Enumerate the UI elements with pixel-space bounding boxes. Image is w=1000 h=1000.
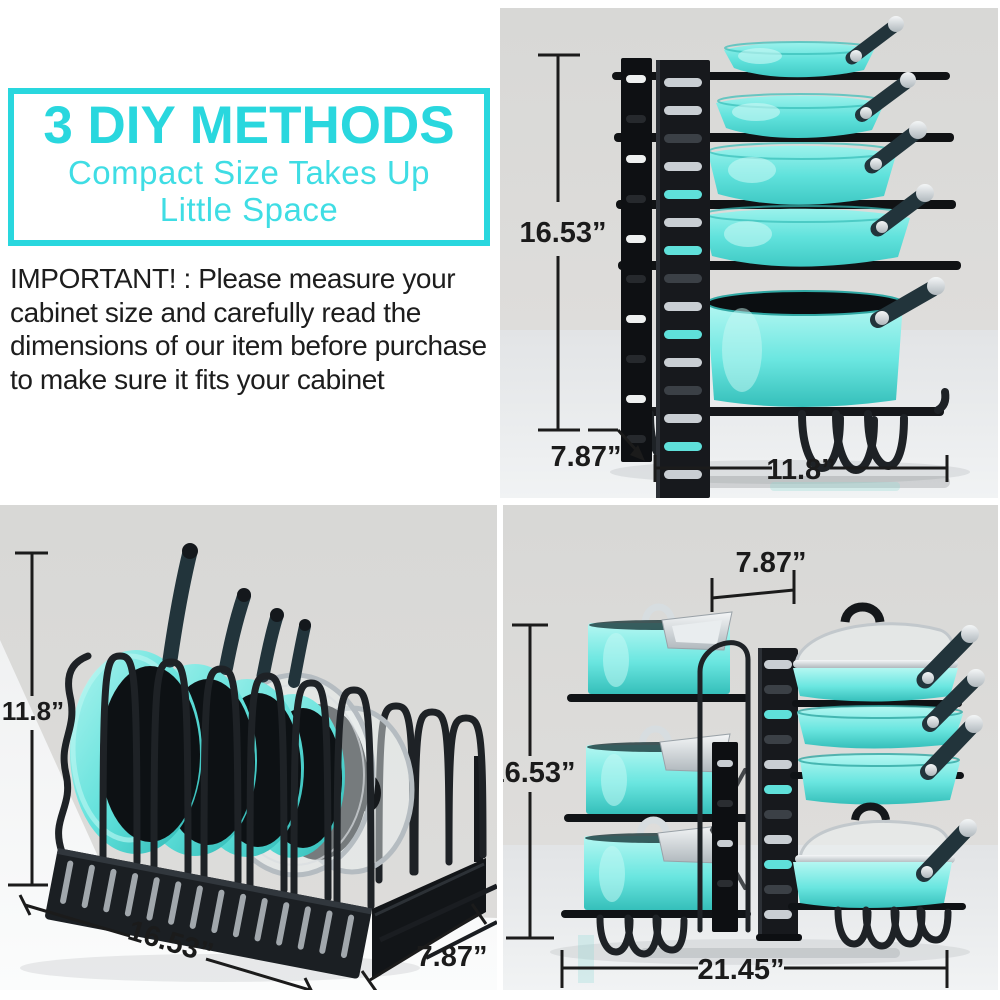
bl-dimensions: 11.8” 16.53” 7.87” [2, 551, 488, 990]
stacked-pans [702, 16, 945, 407]
base-tray [45, 848, 373, 979]
photo-bottom-left: 11.8” 16.53” 7.87” [0, 505, 497, 990]
info-panel: 3 DIY METHODS Compact Size Takes Up Litt… [0, 0, 497, 498]
pan-handles [162, 543, 311, 688]
left-pot-stack [584, 603, 733, 958]
br-height-label: 16.53” [488, 757, 575, 789]
tr-width-label: 11.8” [766, 454, 835, 486]
photo-top-right: 16.53” 7.87” 11.8” [500, 8, 998, 498]
rack-column [621, 58, 710, 498]
center-column [756, 648, 802, 941]
large-pot [706, 277, 945, 407]
rack-wires [697, 640, 751, 933]
br-dimensions: 7.87” 16.53” 21.45” [488, 547, 949, 988]
right-pan-stack [793, 602, 985, 950]
title-box: 3 DIY METHODS Compact Size Takes Up Litt… [8, 88, 490, 246]
methods-title: 3 DIY METHODS [43, 96, 455, 155]
end-bracket-wire [55, 652, 92, 856]
important-note: IMPORTANT! : Please measure your cabinet… [10, 263, 487, 395]
bl-height-label: 11.8” [2, 696, 64, 726]
tr-height-label: 16.53” [519, 217, 606, 249]
subtitle-line-2: Little Space [159, 191, 339, 228]
bl-depth-label: 7.87” [417, 941, 488, 973]
tr-depth-label: 7.87” [551, 441, 622, 473]
subtitle-line-1: Compact Size Takes Up [67, 154, 431, 191]
br-width-label: 21.45” [697, 954, 784, 986]
photo-bottom-right: 7.87” 16.53” 21.45” [488, 505, 998, 990]
br-top-depth-label: 7.87” [736, 547, 807, 579]
tr-dimensions: 16.53” 7.87” 11.8” [519, 53, 949, 486]
